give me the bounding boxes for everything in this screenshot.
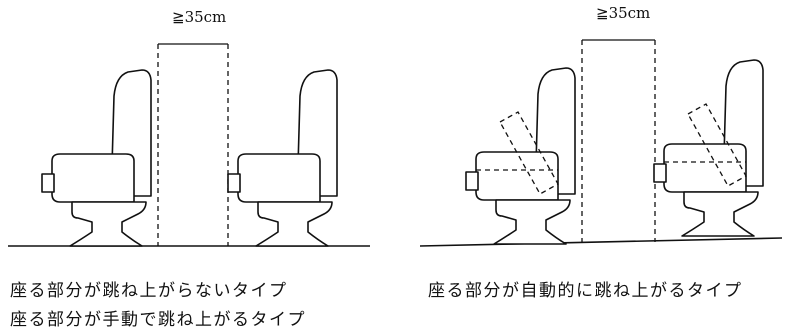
ground-line-right xyxy=(419,237,783,247)
seat-front xyxy=(41,69,152,247)
left-panel xyxy=(8,43,370,247)
left-dimension-label: ≧35cm xyxy=(172,8,227,26)
seat-front-auto xyxy=(465,67,576,245)
left-caption-1: 座る部分が跳ね上がらないタイプ xyxy=(10,281,288,301)
left-caption-2: 座る部分が手動で跳ね上がるタイプ xyxy=(10,310,306,330)
seat-rear xyxy=(227,69,338,247)
right-caption-1: 座る部分が自動的に跳ね上がるタイプ xyxy=(428,281,743,301)
right-panel xyxy=(419,39,783,247)
seat-rear-auto xyxy=(653,59,764,237)
right-dimension-label: ≧35cm xyxy=(596,4,651,22)
